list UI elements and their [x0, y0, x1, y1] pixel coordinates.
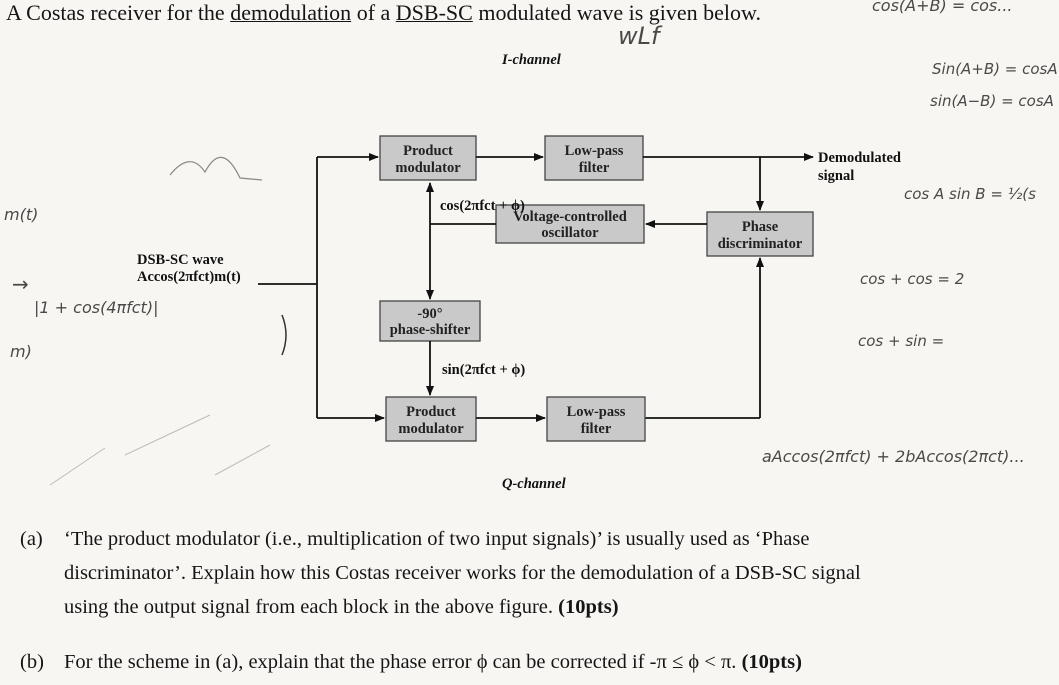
problem-title: A Costas receiver for the demodulation o…: [6, 0, 761, 26]
lpf-bottom-label-2: filter: [581, 421, 612, 437]
title-underlined-demodulation: demodulation: [230, 0, 352, 25]
title-text-end: modulated wave is given below.: [472, 0, 761, 25]
handwritten-note-left-m: m): [10, 342, 32, 361]
product-modulator-bottom-label-2: modulator: [398, 421, 464, 437]
phase-discriminator: [706, 211, 814, 257]
input-label-signal: Accos(2πfct)m(t): [137, 269, 241, 285]
output-label-1: Demodulated: [818, 150, 901, 166]
handwritten-note-wlf: wLf: [618, 22, 660, 50]
product-modulator-top: [379, 135, 477, 181]
phase-shifter: [379, 300, 481, 342]
handwritten-note-mt: m(t): [4, 205, 39, 224]
handwritten-note-sin-sum: Sin(A+B) = cosA: [932, 60, 1058, 78]
costas-receiver-diagram: Product modulator Low-pass filter Phase …: [49, 52, 901, 492]
output-label-2: signal: [818, 168, 854, 184]
title-underlined-dsbsc: DSB-SC: [395, 0, 473, 25]
handwritten-note-cos-plus-sin: cos + sin =: [858, 332, 945, 350]
product-modulator-top-label-1: Product: [403, 143, 453, 159]
cos-carrier-label: cos(2πfct + ϕ): [440, 198, 525, 214]
handwritten-scribbles: [49, 414, 271, 486]
i-channel-label: I-channel: [501, 52, 561, 68]
title-text-start: A Costas receiver for the: [6, 0, 231, 25]
handwritten-note-sin-diff: sin(A−B) = cosA: [930, 92, 1054, 110]
handwritten-note-left-cos: |1 + cos(4πfct)|: [34, 298, 159, 317]
question-a: (a) ‘The product modulator (i.e., multip…: [20, 522, 1050, 624]
question-b-points: (10pts): [741, 651, 802, 673]
question-a-line-3: using the output signal from each block …: [64, 596, 619, 618]
q-channel-label: Q-channel: [502, 476, 566, 492]
phase-shifter-label-1: -90°: [417, 306, 442, 322]
phase-discriminator-label-2: discriminator: [718, 236, 803, 252]
phase-shifter-label-2: phase-shifter: [390, 322, 471, 338]
question-b: (b) For the scheme in (a), explain that …: [20, 645, 1050, 679]
question-a-points: (10pts): [558, 596, 619, 618]
question-b-line-1: For the scheme in (a), explain that the …: [64, 651, 802, 673]
product-modulator-bottom-label-1: Product: [406, 404, 456, 420]
question-a-line-2: discriminator’. Explain how this Costas …: [64, 562, 861, 584]
input-label-dsbsc-wave: DSB-SC wave: [137, 252, 224, 268]
voltage-controlled-oscillator: [495, 204, 645, 244]
lpf-top-label-2: filter: [579, 160, 610, 176]
handwritten-note-top-right: cos(A+B) = cos...: [872, 0, 1013, 15]
low-pass-filter-bottom: [546, 396, 646, 442]
question-b-number: (b): [20, 651, 44, 673]
sin-carrier-label: sin(2πfct + ϕ): [442, 362, 525, 378]
phase-discriminator-label-1: Phase: [742, 219, 779, 235]
title-text-middle: of a: [351, 0, 396, 25]
lpf-bottom-label-1: Low-pass: [567, 404, 626, 420]
vco-label-2: oscillator: [541, 225, 599, 241]
question-a-line-1: ‘The product modulator (i.e., multiplica…: [64, 528, 810, 550]
low-pass-filter-top: [544, 135, 644, 181]
handwritten-sketch: [169, 156, 263, 181]
handwritten-note-bottom-right: aAccos(2πfct) + 2bAccos(2πct)...: [762, 447, 1025, 466]
product-modulator-top-label-2: modulator: [395, 160, 461, 176]
lpf-top-label-1: Low-pass: [565, 143, 624, 159]
handwritten-arrow: →: [12, 272, 29, 296]
handwritten-bracket: [281, 314, 287, 356]
product-modulator-bottom: [385, 396, 477, 442]
vco-label-1: Voltage-controlled: [513, 209, 627, 225]
question-a-number: (a): [20, 528, 43, 550]
handwritten-note-cos-plus: cos + cos = 2: [860, 270, 965, 288]
handwritten-note-cos-sin: cos A sin B = ½(s: [904, 185, 1036, 203]
